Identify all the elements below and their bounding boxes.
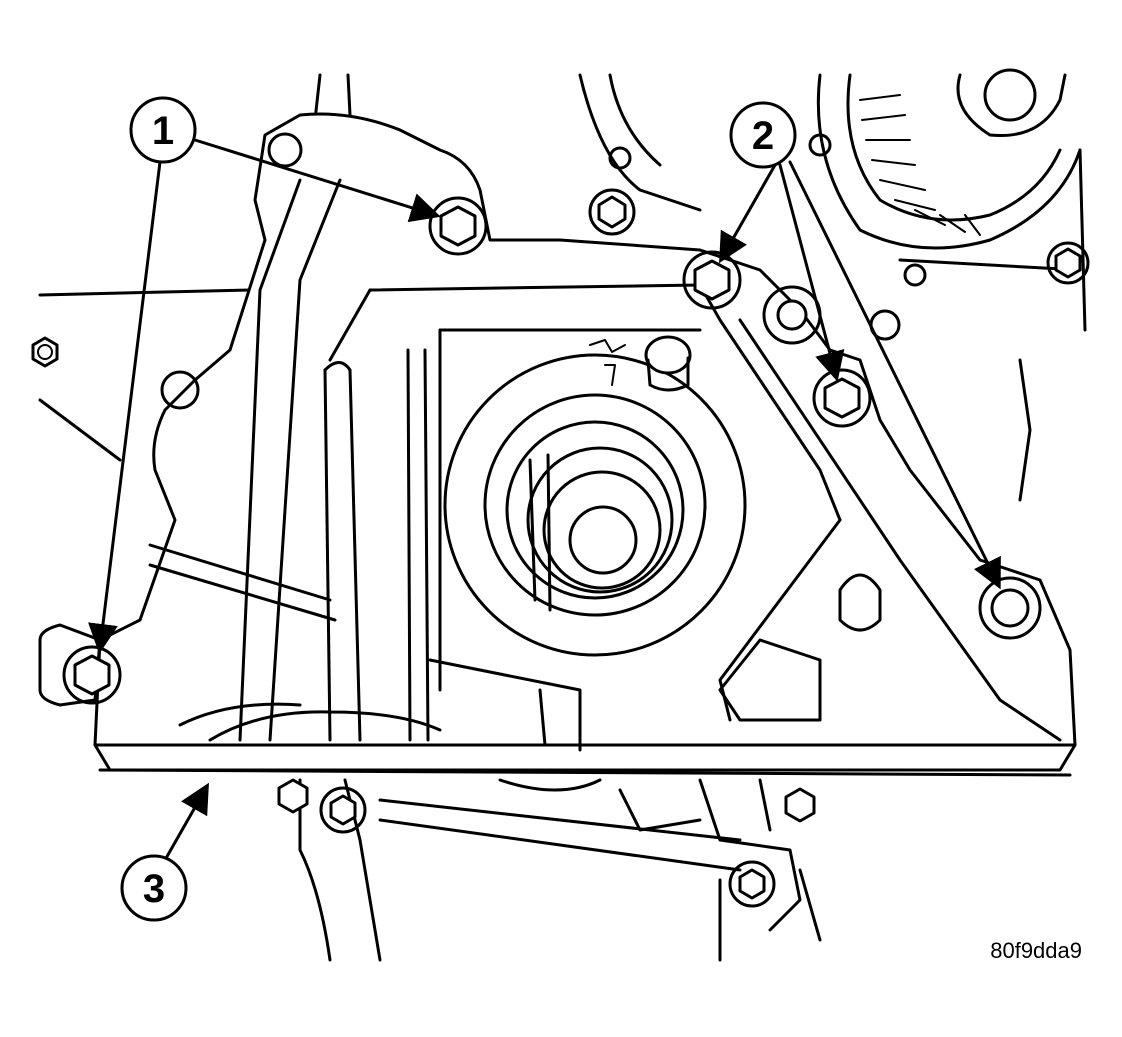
bolt — [319, 786, 367, 834]
bolt-item-2-c — [978, 576, 1042, 640]
background-bolts — [31, 188, 1090, 908]
bolt — [1046, 241, 1090, 285]
callout-2: 2 — [729, 101, 797, 169]
bolt — [31, 336, 59, 368]
bolt — [277, 778, 309, 814]
crankshaft-seal — [443, 335, 747, 657]
arrow-1-upper — [193, 138, 441, 223]
callout-1: 1 — [129, 96, 197, 164]
callout-3-label: 3 — [143, 867, 165, 911]
figure-id: 80f9dda9 — [990, 938, 1082, 963]
callout-1-label: 1 — [152, 109, 174, 153]
bolt-item-2-a — [682, 250, 742, 310]
bolt-item-1-upper — [428, 196, 488, 256]
arrow-2-c — [788, 160, 1001, 590]
arrow-2-b — [778, 163, 845, 382]
callout-2-label: 2 — [752, 114, 774, 158]
callout-3: 3 — [120, 854, 188, 922]
bolt — [728, 860, 776, 908]
leader-arrows — [88, 138, 1001, 862]
arrow-1-lower — [88, 160, 162, 654]
arrow-3 — [163, 782, 209, 862]
bolt — [784, 787, 816, 823]
bolt — [588, 188, 636, 236]
arrow-2-a — [719, 163, 777, 264]
gear-teeth — [859, 94, 981, 236]
